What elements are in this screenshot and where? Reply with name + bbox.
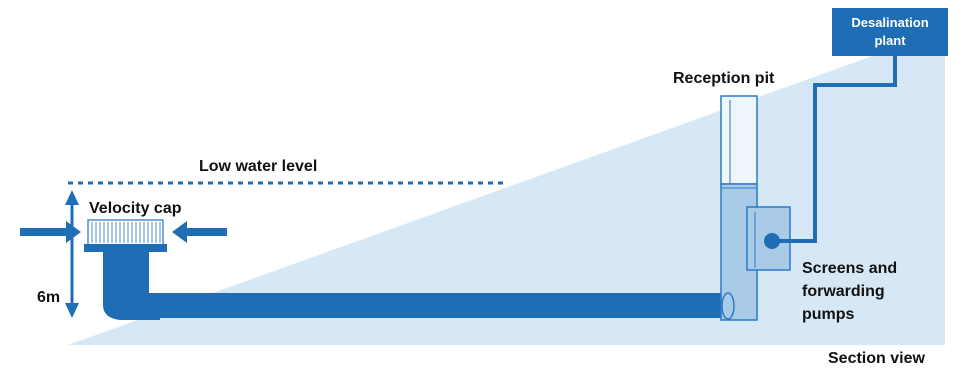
velocity-cap-plate xyxy=(84,244,167,252)
forwarding-pipe xyxy=(778,55,897,243)
reception-pit-label: Reception pit xyxy=(673,70,775,87)
section-view-label: Section view xyxy=(828,350,925,367)
depth-label: 6m xyxy=(37,289,60,306)
desalination-plant-label-line2: plant xyxy=(874,33,906,48)
desalination-plant-box xyxy=(832,8,948,56)
screens-pumps-label-line3: pumps xyxy=(802,306,855,323)
reception-pit-upper xyxy=(720,95,758,185)
pump-icon xyxy=(764,233,780,249)
screens-pumps-label-line2: forwarding xyxy=(802,283,885,300)
reception-pit-pipe-end xyxy=(721,292,735,320)
intake-pipe xyxy=(148,293,728,318)
velocity-cap-slats xyxy=(91,222,161,243)
depth-arrow xyxy=(65,190,79,318)
velocity-cap-label: Velocity cap xyxy=(89,200,182,217)
screens-pumps-label-line1: Screens and xyxy=(802,260,897,277)
inflow-arrow-right xyxy=(172,221,227,243)
inflow-arrow-left xyxy=(20,221,81,243)
intake-riser xyxy=(103,252,160,320)
desalination-plant-label-line1: Desalination xyxy=(851,15,928,30)
low-water-level-label: Low water level xyxy=(199,158,317,175)
